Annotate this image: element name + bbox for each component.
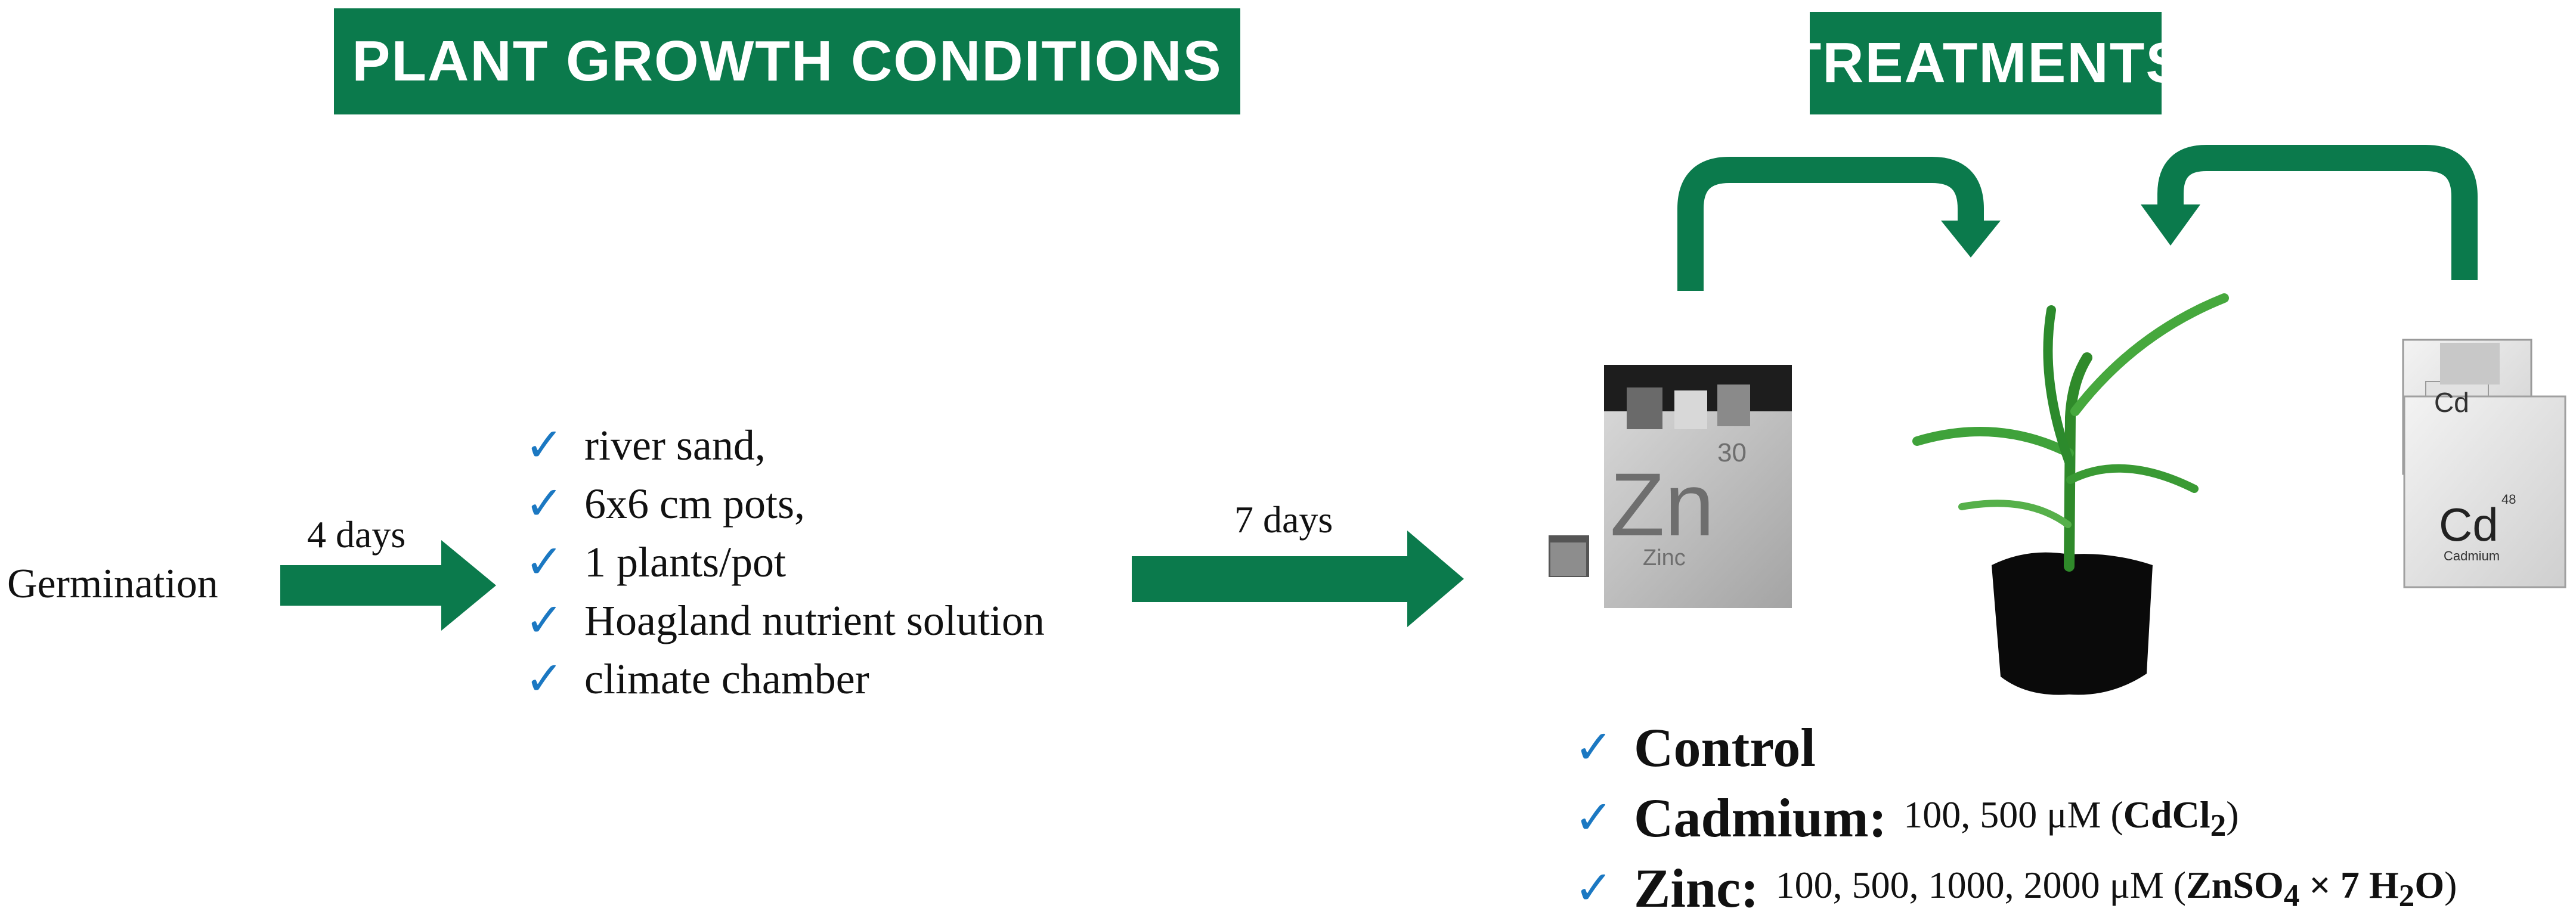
condition-item: ✓ 1 plants/pot (525, 533, 1045, 591)
treatments-list: ✓ Control ✓ Cadmium: 100, 500 μM (CdCl2)… (1574, 712, 2457, 923)
condition-text: 6x6 cm pots, (584, 479, 805, 528)
arrow-4-days-label: 4 days (307, 513, 406, 556)
arrow-7-days (1132, 531, 1464, 627)
check-icon: ✓ (525, 594, 564, 647)
banner-treatments: TREATMENTS (1787, 12, 2184, 114)
curved-arrow-cadmium-head (2141, 204, 2200, 246)
plant-leaves (1912, 293, 2229, 572)
arrow-7-days-label: 7 days (1234, 498, 1333, 541)
germination-label: Germination (7, 561, 218, 607)
cadmium-cubes (2402, 339, 2566, 588)
plant-soil (1992, 552, 2153, 695)
zinc-cube (1604, 365, 1792, 608)
treatment-cadmium: ✓ Cadmium: 100, 500 μM (CdCl2) (1574, 783, 2457, 853)
treatment-name: Control (1634, 717, 1816, 778)
condition-text: climate chamber (584, 655, 869, 703)
arrow-4-days (280, 540, 496, 631)
condition-item: ✓ 6x6 cm pots, (525, 475, 1045, 533)
compound: CdCl2 (2123, 793, 2227, 843)
banner-plant-growth-conditions: PLANT GROWTH CONDITIONS (334, 8, 1240, 114)
treatment-name: Cadmium: (1634, 787, 1887, 848)
treatment-values: 100, 500, 1000, 2000 μM (ZnSO4 × 7 H2O) (1775, 863, 2457, 913)
cadmium-atomic-number: 48 (2501, 492, 2516, 507)
check-icon: ✓ (525, 652, 564, 706)
compound: ZnSO4 × 7 H2O (2186, 863, 2445, 913)
condition-text: river sand, (584, 421, 766, 469)
curved-arrow-zinc-head (1941, 221, 2001, 258)
zinc-atomic-number: 30 (1717, 438, 1747, 467)
check-icon: ✓ (525, 535, 564, 589)
condition-item: ✓ climate chamber (525, 650, 1045, 708)
curved-arrow-zinc (1677, 157, 1984, 291)
treatment-name: Zinc: (1634, 858, 1759, 919)
cadmium-name: Cadmium (2444, 548, 2500, 563)
condition-text: Hoagland nutrient solution (584, 596, 1045, 644)
treatment-zinc: ✓ Zinc: 100, 500, 1000, 2000 μM (ZnSO4 ×… (1574, 853, 2457, 923)
treatment-control: ✓ Control (1574, 712, 2457, 783)
condition-item: ✓ river sand, (525, 416, 1045, 475)
check-icon: ✓ (525, 477, 564, 531)
cadmium-small-symbol: Cd (2434, 387, 2469, 418)
treatment-values: 100, 500 μM (CdCl2) (1903, 793, 2239, 843)
zinc-small-cube (1549, 535, 1589, 577)
check-icon: ✓ (525, 418, 564, 472)
check-icon: ✓ (1574, 791, 1614, 845)
growth-conditions-list: ✓ river sand, ✓ 6x6 cm pots, ✓ 1 plants/pot… (525, 416, 1045, 708)
check-icon: ✓ (1574, 721, 1614, 774)
condition-text: 1 plants/pot (584, 538, 786, 586)
zinc-symbol: Zn (1610, 454, 1715, 554)
check-icon: ✓ (1574, 861, 1614, 915)
zinc-name: Zinc (1643, 545, 1686, 570)
cadmium-symbol: Cd (2439, 498, 2498, 551)
curved-arrow-cadmium (2157, 145, 2478, 280)
condition-item: ✓ Hoagland nutrient solution (525, 591, 1045, 650)
